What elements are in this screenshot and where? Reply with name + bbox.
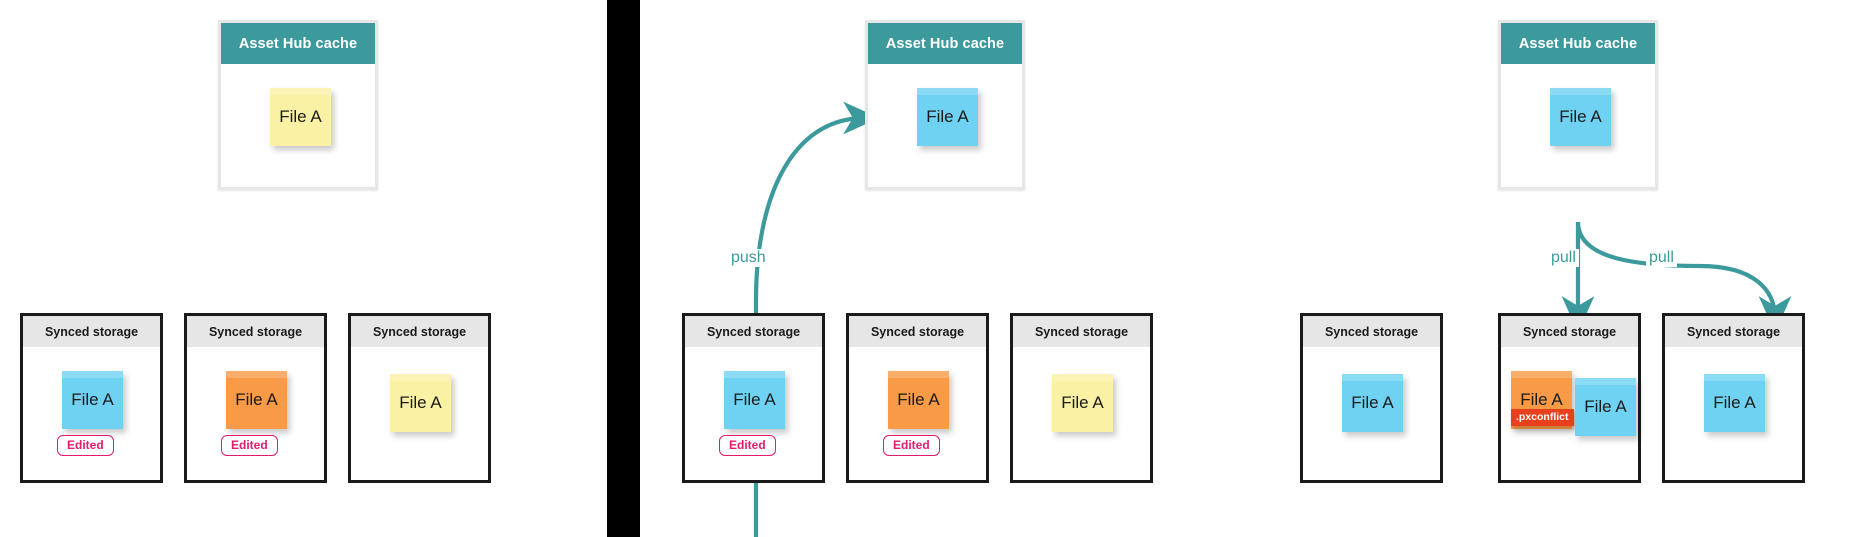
- panel-divider-1: [607, 0, 640, 537]
- asset-hub-cache-title: Asset Hub cache: [1501, 23, 1655, 64]
- synced-storage-card[interactable]: Synced storage File A Edited: [846, 313, 989, 483]
- file-note-label: File A: [1061, 393, 1104, 412]
- synced-storage-card[interactable]: Synced storage File A Edited: [184, 313, 327, 483]
- synced-storage-card[interactable]: Synced storage File A Edited: [20, 313, 163, 483]
- asset-hub-cache-title: Asset Hub cache: [221, 23, 375, 64]
- status-badge-edited: Edited: [883, 435, 940, 456]
- file-note-label: File A: [399, 393, 442, 412]
- asset-hub-cache-card[interactable]: Asset Hub cache File A: [1498, 20, 1658, 190]
- file-note[interactable]: File A: [1575, 378, 1636, 436]
- synced-storage-body: File A Edited: [23, 347, 160, 480]
- synced-storage-card[interactable]: Synced storage File A: [1300, 313, 1443, 483]
- synced-storage-title: Synced storage: [23, 316, 160, 347]
- synced-storage-title: Synced storage: [1501, 316, 1638, 347]
- file-note-label: File A: [235, 390, 278, 409]
- synced-storage-body: File A: [1303, 347, 1440, 480]
- file-note[interactable]: File A: [1550, 88, 1611, 146]
- synced-storage-title: Synced storage: [685, 316, 822, 347]
- pull-arrow-label-right: pull: [1646, 249, 1677, 267]
- synced-storage-title: Synced storage: [1665, 316, 1802, 347]
- file-note-label: File A: [1713, 393, 1756, 412]
- file-note-label: File A: [279, 107, 322, 126]
- status-badge-edited: Edited: [57, 435, 114, 456]
- synced-storage-body: File A: [1013, 347, 1150, 480]
- file-note[interactable]: File A: [888, 371, 949, 429]
- status-badge-edited: Edited: [221, 435, 278, 456]
- file-note[interactable]: File A: [1052, 374, 1113, 432]
- pull-arrow-path-right: [1575, 221, 1792, 333]
- synced-storage-title: Synced storage: [849, 316, 986, 347]
- file-note-label: File A: [1559, 107, 1602, 126]
- synced-storage-title: Synced storage: [1303, 316, 1440, 347]
- file-note[interactable]: File A: [226, 371, 287, 429]
- synced-storage-card[interactable]: Synced storage File A Edited: [682, 313, 825, 483]
- file-note-label: File A: [1584, 397, 1627, 416]
- file-note-label: File A: [71, 390, 114, 409]
- asset-hub-cache-body: File A: [221, 64, 375, 187]
- asset-hub-cache-card[interactable]: Asset Hub cache File A: [865, 20, 1025, 190]
- file-note[interactable]: File A: [724, 371, 785, 429]
- synced-storage-card[interactable]: Synced storage File A: [348, 313, 491, 483]
- synced-storage-body: File A: [1665, 347, 1802, 480]
- asset-hub-cache-card[interactable]: Asset Hub cache File A: [218, 20, 378, 190]
- pull-arrow-label-down: pull: [1548, 249, 1579, 267]
- synced-storage-body: File A Edited: [685, 347, 822, 480]
- file-note-label: File A: [897, 390, 940, 409]
- file-note-label: File A: [1520, 390, 1563, 409]
- synced-storage-card-conflict[interactable]: Synced storage File A .pxconflict File A: [1498, 313, 1641, 483]
- synced-storage-card[interactable]: Synced storage File A: [1010, 313, 1153, 483]
- file-note[interactable]: File A: [390, 374, 451, 432]
- synced-storage-title: Synced storage: [1013, 316, 1150, 347]
- synced-storage-title: Synced storage: [187, 316, 324, 347]
- synced-storage-body: File A Edited: [187, 347, 324, 480]
- status-badge-edited: Edited: [719, 435, 776, 456]
- synced-storage-title: Synced storage: [351, 316, 488, 347]
- asset-hub-cache-body: File A: [1501, 64, 1655, 187]
- synced-storage-body: File A Edited: [849, 347, 986, 480]
- file-note[interactable]: File A: [270, 88, 331, 146]
- asset-hub-cache-title: Asset Hub cache: [868, 23, 1022, 64]
- file-note-label: File A: [926, 107, 969, 126]
- file-note[interactable]: File A: [917, 88, 978, 146]
- file-note[interactable]: File A: [1704, 374, 1765, 432]
- file-note-label: File A: [1351, 393, 1394, 412]
- synced-storage-body: File A: [351, 347, 488, 480]
- file-note-label: File A: [733, 390, 776, 409]
- status-badge-pxconflict: .pxconflict: [1511, 409, 1574, 426]
- push-arrow-label: push: [728, 249, 769, 267]
- synced-storage-card[interactable]: Synced storage File A: [1662, 313, 1805, 483]
- file-note[interactable]: File A: [62, 371, 123, 429]
- file-note[interactable]: File A: [1342, 374, 1403, 432]
- synced-storage-body: File A .pxconflict File A: [1501, 347, 1638, 480]
- asset-hub-cache-body: File A: [868, 64, 1022, 187]
